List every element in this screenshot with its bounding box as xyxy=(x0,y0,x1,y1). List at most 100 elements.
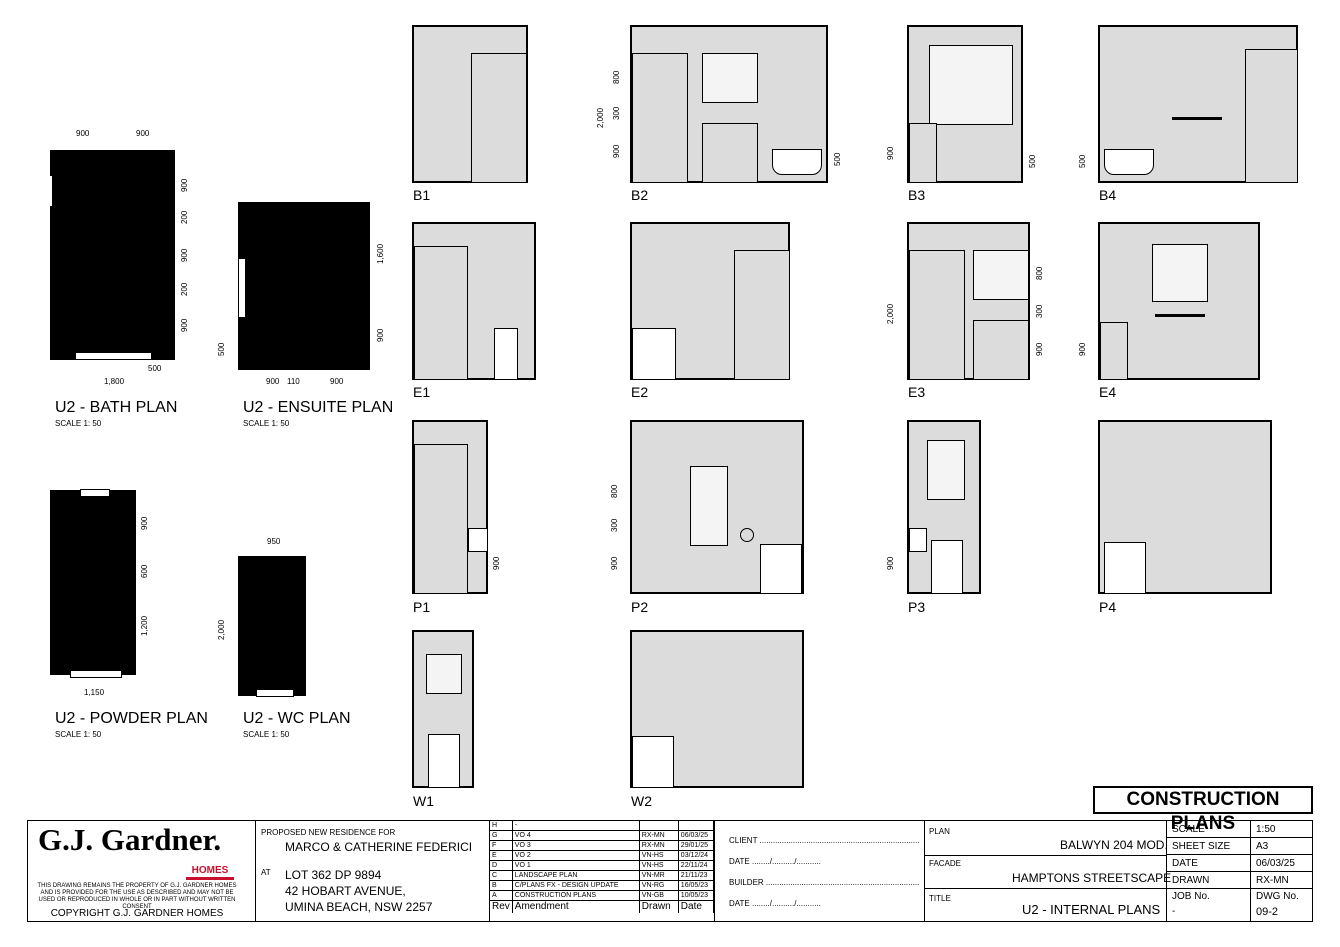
elevation-e2 xyxy=(630,222,790,380)
basin xyxy=(468,528,488,552)
vanity xyxy=(1100,322,1128,380)
lot: LOT 362 DP 9894 xyxy=(285,868,382,882)
elevation-b4 xyxy=(1098,25,1298,183)
dim-label: 900 xyxy=(180,318,189,332)
elevation-label: P4 xyxy=(1099,599,1117,615)
elevation-label: P1 xyxy=(413,599,431,615)
dim-label: 900 xyxy=(180,178,189,192)
bath-door-opening xyxy=(75,352,152,360)
proposed-label: PROPOSED NEW RESIDENCE FOR xyxy=(261,828,396,837)
client-date: DATE ......../........../........... xyxy=(729,857,821,866)
revision-cell-amend: VO 3 xyxy=(512,840,640,851)
basin xyxy=(909,528,927,552)
revision-header-amend: Amendment xyxy=(512,900,640,913)
plan-title: U2 - BATH PLAN xyxy=(55,399,178,416)
builder-sign: BUILDER ................................… xyxy=(729,878,920,887)
shower-door xyxy=(734,250,790,380)
plan-scale: SCALE 1: 50 xyxy=(55,730,102,739)
elevation-label: W1 xyxy=(413,793,434,809)
plan-scale: SCALE 1: 50 xyxy=(55,419,102,428)
elevation-p2 xyxy=(630,420,804,594)
revision-cell-rev: D xyxy=(490,860,513,871)
revision-cell-date: 29/01/25 xyxy=(678,840,715,851)
elevation-e4 xyxy=(1098,222,1260,380)
toilet xyxy=(760,544,802,594)
dim-label: 300 xyxy=(610,518,619,532)
dim-label: 900 xyxy=(140,516,149,530)
dim-label: 500 xyxy=(217,342,226,356)
revision-cell-rev: E xyxy=(490,850,513,861)
revision-cell-rev: G xyxy=(490,830,513,841)
shower-door xyxy=(1245,49,1298,183)
dim-label: 500 xyxy=(1028,154,1037,168)
builder-date: DATE ......../........../........... xyxy=(729,899,821,908)
plan-label: PLAN xyxy=(929,827,950,836)
divider xyxy=(1166,888,1313,889)
date-value: 06/03/25 xyxy=(1256,858,1295,869)
revision-header-date: Date xyxy=(678,900,715,913)
revision-cell-date xyxy=(678,821,715,831)
plan-value: BALWYN 204 MOD. xyxy=(1060,838,1168,852)
elevation-label: W2 xyxy=(631,793,652,809)
vanity xyxy=(909,123,937,183)
dim-label: 900 xyxy=(610,556,619,570)
revision-cell-date: 10/05/23 xyxy=(678,890,715,901)
dim-label: 900 xyxy=(266,377,280,386)
drawn-label: DRAWN xyxy=(1172,875,1210,886)
toilet xyxy=(632,328,676,380)
construction-plans-box: CONSTRUCTION PLANS xyxy=(1093,786,1313,834)
revision-cell-drawn: VN-MR xyxy=(639,870,679,881)
revision-cell-amend: VO 1 xyxy=(512,860,640,871)
date-label: DATE xyxy=(1172,858,1198,869)
elevation-label: E3 xyxy=(908,384,926,400)
shower-screen xyxy=(632,53,688,183)
divider xyxy=(489,820,490,922)
revision-cell-drawn xyxy=(639,821,679,831)
mirror xyxy=(973,250,1029,300)
street: 42 HOBART AVENUE, xyxy=(285,884,406,898)
powder-plan-fill xyxy=(50,490,136,675)
revision-cell-drawn: RX-MN xyxy=(639,840,679,851)
dim-label: 800 xyxy=(612,70,621,84)
towel-ring xyxy=(740,528,754,542)
revision-cell-rev: F xyxy=(490,840,513,851)
revision-cell-amend: LANDSCAPE PLAN xyxy=(512,870,640,881)
mirror xyxy=(702,53,758,103)
toilet xyxy=(931,540,963,594)
copyright: COPYRIGHT G.J. GARDNER HOMES xyxy=(50,908,224,919)
revision-cell-rev: A xyxy=(490,890,513,901)
mirror xyxy=(690,466,728,546)
bathtub xyxy=(772,149,822,175)
vanity xyxy=(702,123,758,183)
suburb: UMINA BEACH, NSW 2257 xyxy=(285,900,433,914)
revision-cell-date: 06/03/25 xyxy=(678,830,715,841)
window xyxy=(1152,244,1208,302)
dim-label: 2,000 xyxy=(886,303,895,324)
elevation-label: E4 xyxy=(1099,384,1117,400)
dim-label: 500 xyxy=(833,152,842,166)
facade-label: FACADE xyxy=(929,859,962,868)
shower-door xyxy=(471,53,527,183)
divider xyxy=(924,820,925,922)
dim-label: 1,800 xyxy=(104,377,125,386)
toilet xyxy=(1104,542,1146,594)
revision-cell-date: 03/12/24 xyxy=(678,850,715,861)
shower-screen xyxy=(909,250,965,380)
dim-label: 900 xyxy=(376,328,385,342)
vanity xyxy=(973,320,1029,380)
dim-label: 900 xyxy=(180,248,189,262)
dim-label: 2,000 xyxy=(217,619,226,640)
toilet xyxy=(494,328,518,380)
elevation-label: B2 xyxy=(631,187,649,203)
dim-label: 800 xyxy=(1035,266,1044,280)
divider xyxy=(1166,871,1313,872)
sheet-value: A3 xyxy=(1256,841,1269,852)
elevation-e3 xyxy=(907,222,1030,380)
bath-plan-notch xyxy=(46,176,52,206)
at-label: AT xyxy=(261,868,271,877)
dim-label: 1,150 xyxy=(84,688,105,697)
elevation-b1 xyxy=(412,25,528,183)
